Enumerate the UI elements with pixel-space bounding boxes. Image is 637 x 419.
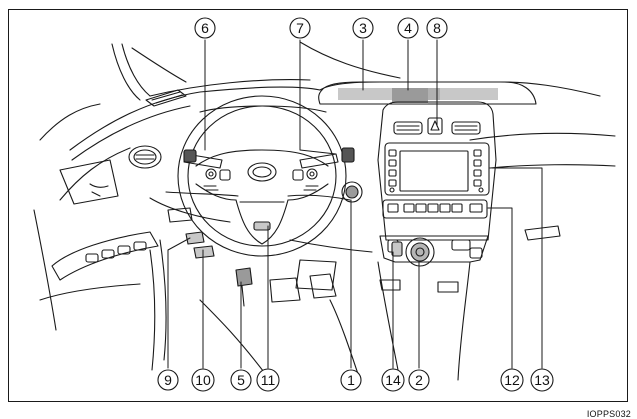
callout-10: 10 [191,368,215,392]
callout-label: 8 [433,20,441,36]
callout-label: 5 [237,372,245,388]
callout-leaders [167,39,543,369]
callout-1: 1 [340,369,362,391]
callout-13: 13 [530,368,554,392]
callout-label: 2 [415,372,423,388]
windshield-frame [111,41,401,101]
door-panel [33,103,119,331]
callout-label: 6 [201,20,209,36]
callout-label: 13 [534,372,550,388]
side-vent [128,145,162,169]
callout-label: 3 [359,20,367,36]
instrument-panel-edge [165,105,351,201]
callout-9: 9 [157,369,179,391]
combination-switch-right [299,147,355,169]
figure-frame [8,9,628,402]
head-up-display [318,81,537,105]
callout-7: 7 [289,17,311,39]
power-window-switches [39,231,159,301]
shift-lever [405,237,435,267]
callout-label: 7 [296,20,304,36]
callout-2: 2 [408,369,430,391]
parking-brake-pedal [235,267,253,307]
callout-6: 6 [194,17,216,39]
callout-label: 9 [164,372,172,388]
callout-8: 8 [426,17,448,39]
callout-3: 3 [352,17,374,39]
callout-label: 11 [261,372,276,388]
callout-4: 4 [397,17,419,39]
callout-label: 14 [385,372,401,388]
audio-display-unit [384,142,490,196]
callout-12: 12 [500,368,524,392]
dashboard-top [59,81,616,241]
callout-label: 4 [404,20,412,36]
center-stack [377,101,497,241]
combination-switch-left [183,149,223,169]
steering-wheel [177,95,347,257]
callout-5: 5 [230,369,252,391]
power-switch [341,181,363,203]
pedals [199,273,361,381]
callouts: 6 7 3 4 8 13 12 9 10 5 11 1 14 2 [157,17,554,392]
drive-mode-switches [391,241,403,257]
callout-14: 14 [381,368,405,392]
defroster-vent [145,89,187,107]
callout-label: 10 [195,372,211,388]
callout-label: 1 [347,372,355,388]
callout-label: 12 [504,372,520,388]
air-conditioning-panel [382,199,488,219]
callout-11: 11 [256,368,280,392]
figure-code: IOPPS032 [586,409,631,419]
lower-dashboard [149,197,373,371]
